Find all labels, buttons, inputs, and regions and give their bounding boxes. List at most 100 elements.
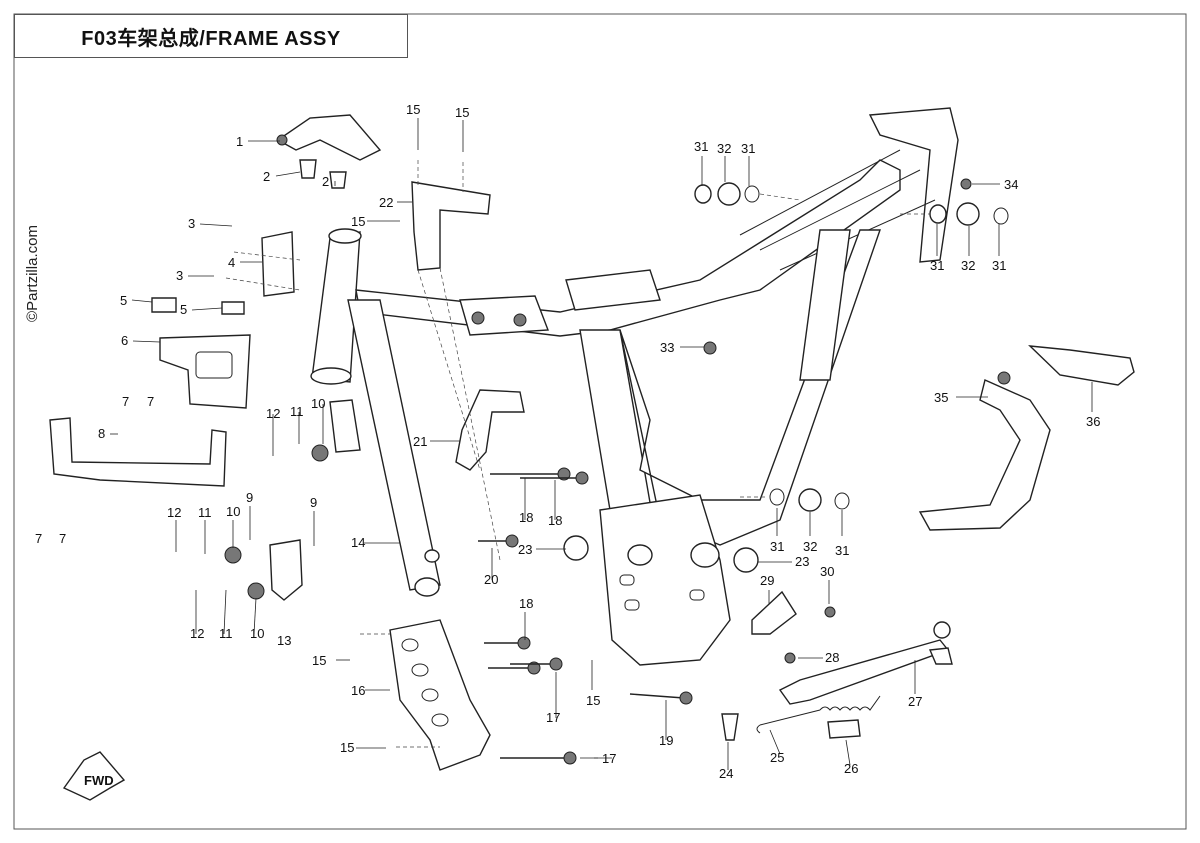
fwd-label: FWD <box>84 773 114 788</box>
leader-line <box>191 307 223 311</box>
callout-28: 28 <box>825 650 839 665</box>
callout-2: 2 <box>322 174 329 189</box>
callout-36: 36 <box>1086 414 1100 429</box>
callout-8: 8 <box>98 426 105 441</box>
callout-20: 20 <box>484 572 498 587</box>
callout-32: 32 <box>717 141 731 156</box>
license-bracket-36 <box>1028 345 1135 386</box>
callout-31: 31 <box>930 258 944 273</box>
callout-31: 31 <box>694 139 708 154</box>
callout-15: 15 <box>406 102 420 117</box>
leader-line <box>769 729 781 755</box>
footrest-bracket-8 <box>49 417 227 487</box>
callout-15: 15 <box>312 653 326 668</box>
callout-15: 15 <box>455 105 469 120</box>
grab-rail-35 <box>918 371 1051 531</box>
callout-13: 13 <box>277 633 291 648</box>
callout-32: 32 <box>961 258 975 273</box>
diagram-title: F03车架总成/FRAME ASSY <box>81 27 341 50</box>
assembly-lines <box>225 160 930 748</box>
long-bolts <box>478 467 693 765</box>
bracket-6 <box>159 334 251 409</box>
callout-12: 12 <box>167 505 181 520</box>
pivot-bolt-24 <box>721 713 739 741</box>
callout-11: 11 <box>198 505 212 520</box>
callout-2: 2 <box>263 169 270 184</box>
callout-29: 29 <box>760 573 774 588</box>
rubber-grommets-5 <box>151 297 245 315</box>
callout-5: 5 <box>180 302 187 317</box>
engine-guard-16 <box>389 619 491 771</box>
bracket-22 <box>411 181 491 271</box>
bolt-2 <box>299 159 347 189</box>
callout-24: 24 <box>719 766 733 781</box>
callout-3: 3 <box>188 216 195 231</box>
callout-31: 31 <box>741 141 755 156</box>
callout-7: 7 <box>35 531 42 546</box>
mount-parts-10-13 <box>224 399 361 601</box>
callout-23: 23 <box>518 542 532 557</box>
upper-bracket-1 <box>276 114 382 161</box>
callout-22: 22 <box>379 195 393 210</box>
cover-plate-4 <box>261 231 295 297</box>
callout-25: 25 <box>770 750 784 765</box>
sleeve-26 <box>827 719 861 739</box>
leader-line <box>845 739 851 766</box>
leader-line <box>132 340 161 343</box>
fwd-arrow: FWD <box>62 751 126 801</box>
callout-10: 10 <box>226 504 240 519</box>
callout-35: 35 <box>934 390 948 405</box>
callout-6: 6 <box>121 333 128 348</box>
leader-line <box>253 597 257 635</box>
callout-14: 14 <box>351 535 365 550</box>
bracket-21 <box>455 389 525 471</box>
callout-3: 3 <box>176 268 183 283</box>
callout-31: 31 <box>992 258 1006 273</box>
leader-line <box>275 171 301 177</box>
callout-33: 33 <box>660 340 674 355</box>
callout-21: 21 <box>413 434 427 449</box>
callout-26: 26 <box>844 761 858 776</box>
callout-34: 34 <box>1004 177 1018 192</box>
callout-5: 5 <box>120 293 127 308</box>
leader-line <box>223 589 227 635</box>
callout-18: 18 <box>519 596 533 611</box>
callout-18: 18 <box>548 513 562 528</box>
callout-12: 12 <box>190 626 204 641</box>
leader-lines <box>110 118 1093 770</box>
callout-1: 1 <box>236 134 243 149</box>
callout-15: 15 <box>340 740 354 755</box>
callout-19: 19 <box>659 733 673 748</box>
stand-bracket-29 <box>751 590 797 635</box>
leader-line <box>131 299 153 303</box>
main-frame <box>310 107 959 666</box>
callout-12: 12 <box>266 406 280 421</box>
leader-line <box>199 223 233 227</box>
callout-23: 23 <box>795 554 809 569</box>
callout-9: 9 <box>310 495 317 510</box>
callout-11: 11 <box>219 626 233 641</box>
callout-32: 32 <box>803 539 817 554</box>
callout-15: 15 <box>351 214 365 229</box>
callout-10: 10 <box>311 396 325 411</box>
drawing-border <box>13 13 1187 830</box>
bushings <box>563 178 1009 573</box>
callout-7: 7 <box>147 394 154 409</box>
callout-11: 11 <box>290 404 304 419</box>
callout-4: 4 <box>228 255 235 270</box>
callout-7: 7 <box>59 531 66 546</box>
nut-28-30 <box>784 606 836 664</box>
callout-30: 30 <box>820 564 834 579</box>
title-box: F03车架总成/FRAME ASSY <box>14 14 408 58</box>
callout-7: 7 <box>122 394 129 409</box>
side-stand-27 <box>778 621 953 705</box>
callout-17: 17 <box>546 710 560 725</box>
callout-numbers: 1 2 2 3 3 4 5 5 6 7 7 7 7 8 9 9 10 10 10… <box>35 102 1100 781</box>
callout-18: 18 <box>519 510 533 525</box>
callout-10: 10 <box>250 626 264 641</box>
callout-27: 27 <box>908 694 922 709</box>
callout-9: 9 <box>246 490 253 505</box>
callout-31: 31 <box>770 539 784 554</box>
